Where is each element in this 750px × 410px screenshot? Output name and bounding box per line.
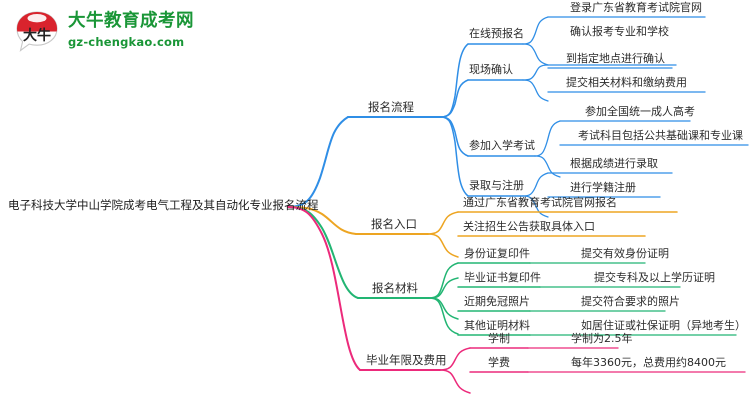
node-onsite-confirmation[interactable]: 现场确认 — [469, 63, 513, 76]
site-logo[interactable]: 大牛 大牛教育成考网 gz-chengkao.com — [14, 8, 244, 60]
branch-label-registration-process[interactable]: 报名流程 — [368, 100, 414, 114]
leaf-submit-materials-and-fees[interactable]: 提交相关材料和缴纳费用 — [566, 76, 687, 89]
node-other-documents[interactable]: 其他证明材料 — [464, 319, 530, 332]
leaf-national-unified-exam[interactable]: 参加全国统一成人高考 — [585, 105, 695, 118]
leaf-residence-or-social-security-proof[interactable]: 如居住证或社保证明（异地考生） — [581, 319, 746, 332]
branch-group-blue — [287, 16, 749, 218]
node-online-pre-registration[interactable]: 在线预报名 — [469, 27, 524, 40]
leaf-exam-subjects[interactable]: 考试科目包括公共基础课和专业课 — [578, 129, 743, 142]
leaf-valid-id-proof[interactable]: 提交有效身份证明 — [581, 247, 669, 260]
branch-group-green — [287, 206, 737, 336]
node-entrance-exam[interactable]: 参加入学考试 — [469, 139, 535, 152]
leaf-admission-by-score[interactable]: 根据成绩进行录取 — [570, 157, 658, 170]
leaf-confirm-at-designated-place[interactable]: 到指定地点进行确认 — [566, 52, 665, 65]
branch-label-duration-and-fees[interactable]: 毕业年限及费用 — [366, 353, 447, 367]
leaf-length-2-5-years[interactable]: 学制为2.5年 — [571, 332, 633, 345]
logo-text-block: 大牛教育成考网 gz-chengkao.com — [68, 11, 238, 50]
brand-name: 大牛教育成考网 — [68, 11, 194, 31]
branch-group-orange — [287, 206, 678, 258]
node-id-card-copy[interactable]: 身份证复印件 — [464, 247, 530, 260]
root-node-label[interactable]: 电子科技大学中山学院成考电气工程及其自动化专业报名流程 — [8, 198, 319, 212]
node-recent-photo[interactable]: 近期免冠照片 — [464, 295, 530, 308]
node-diploma-copy[interactable]: 毕业证书复印件 — [464, 271, 541, 284]
site-url: gz-chengkao.com — [68, 35, 185, 49]
leaf-compliant-photo[interactable]: 提交符合要求的照片 — [581, 295, 680, 308]
leaf-confirm-major-and-school[interactable]: 确认报考专业和学校 — [570, 25, 669, 38]
leaf-login-official-site[interactable]: 登录广东省教育考试院官网 — [570, 1, 702, 14]
branch-label-registration-entry[interactable]: 报名入口 — [371, 217, 417, 231]
leaf-student-status-registration[interactable]: 进行学籍注册 — [570, 181, 636, 194]
leaf-register-via-official-site[interactable]: 通过广东省教育考试院官网报名 — [463, 196, 617, 209]
node-program-length[interactable]: 学制 — [488, 332, 510, 345]
leaf-college-or-above-diploma[interactable]: 提交专科及以上学历证明 — [594, 271, 715, 284]
branch-group-pink — [287, 206, 746, 394]
svg-text:大牛: 大牛 — [23, 27, 51, 44]
daniu-bubble-icon: 大牛 — [16, 11, 58, 52]
branch-label-application-materials[interactable]: 报名材料 — [372, 281, 418, 295]
leaf-tuition-amount[interactable]: 每年3360元，总费用约8400元 — [571, 356, 726, 369]
node-tuition[interactable]: 学费 — [488, 356, 510, 369]
leaf-follow-admission-announcement[interactable]: 关注招生公告获取具体入口 — [463, 220, 595, 233]
node-admission-and-registration[interactable]: 录取与注册 — [469, 179, 524, 192]
